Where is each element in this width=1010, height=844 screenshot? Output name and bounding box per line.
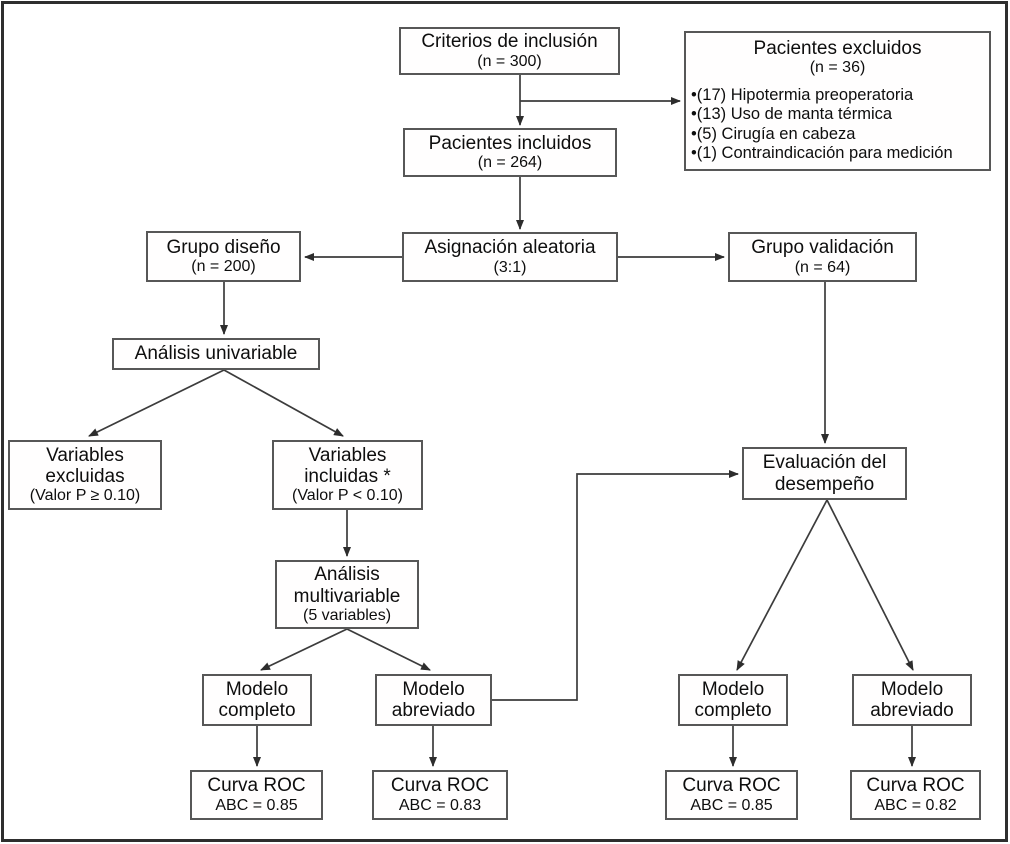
box-roc-diseno-abreviado: Curva ROC ABC = 0.83 xyxy=(372,770,508,820)
box-title-line2: excluidas xyxy=(45,466,125,488)
box-grupo-validacion: Grupo validación (n = 64) xyxy=(728,232,917,282)
box-title: Evaluación del xyxy=(762,452,887,474)
box-threshold: (Valor P ≥ 0.10) xyxy=(29,487,141,505)
box-title: Curva ROC xyxy=(207,775,306,797)
box-title: Curva ROC xyxy=(866,775,965,797)
box-auc-value: ABC = 0.85 xyxy=(215,796,298,814)
box-title-line2: completo xyxy=(694,700,772,721)
box-analisis-multivariable: Análisis multivariable (5 variables) xyxy=(275,560,419,629)
box-criterios-inclusion: Criterios de inclusión (n = 300) xyxy=(399,27,620,75)
connector-multivariable-to-modelo-completo-izq xyxy=(260,628,348,671)
exclusion-reason: •(13) Uso de manta térmica xyxy=(691,105,893,124)
box-title-line2: incluidas * xyxy=(304,466,391,488)
box-ratio: (3:1) xyxy=(493,258,527,276)
box-variables-incluidas: Variables incluidas * (Valor P < 0.10) xyxy=(272,440,423,510)
box-title: Asignación aleatoria xyxy=(424,237,596,259)
box-count: (n = 64) xyxy=(794,258,851,276)
box-title-line2: multivariable xyxy=(293,585,401,607)
box-title: Curva ROC xyxy=(682,775,781,797)
box-title: Criterios de inclusión xyxy=(421,31,598,53)
connector-evaluacion-to-modelo-completo-der xyxy=(736,499,828,671)
box-auc-value: ABC = 0.82 xyxy=(874,796,957,814)
box-count: (n = 264) xyxy=(477,154,543,172)
box-title: Modelo xyxy=(880,678,944,700)
exclusion-reason: •(17) Hipotermia preoperatoria xyxy=(691,86,914,105)
box-title-line2: desempeño xyxy=(774,473,875,495)
connector-univariable-to-variables-incluidas xyxy=(223,369,344,437)
exclusion-reasons-list: •(17) Hipotermia preoperatoria •(13) Uso… xyxy=(686,86,989,163)
box-pacientes-incluidos: Pacientes incluidos (n = 264) xyxy=(403,128,617,177)
box-auc-value: ABC = 0.83 xyxy=(398,796,482,814)
box-title: Modelo xyxy=(402,678,465,700)
box-title-line2: abreviado xyxy=(391,700,476,721)
box-title: Grupo diseño xyxy=(166,236,281,258)
box-title: Variables xyxy=(46,444,124,466)
box-title: Grupo validación xyxy=(751,237,894,259)
box-modelo-abreviado-diseno: Modelo abreviado xyxy=(375,674,492,726)
box-title: Pacientes excluidos xyxy=(753,38,922,59)
box-title: Curva ROC xyxy=(390,775,490,797)
box-variables-excluidas: Variables excluidas (Valor P ≥ 0.10) xyxy=(8,440,162,510)
box-title: Pacientes incluidos xyxy=(428,132,592,154)
box-modelo-completo-diseno: Modelo completo xyxy=(202,674,312,726)
connector-multivariable-to-modelo-abreviado-izq xyxy=(346,628,431,671)
exclusion-reason: •(5) Cirugía en cabeza xyxy=(691,124,856,143)
box-modelo-completo-validacion: Modelo completo xyxy=(678,674,788,726)
connector-modelo-abreviado-to-evaluacion xyxy=(492,470,739,701)
box-asignacion-aleatoria: Asignación aleatoria (3:1) xyxy=(402,232,618,282)
box-modelo-abreviado-validacion: Modelo abreviado xyxy=(852,674,972,726)
box-count: (n = 36) xyxy=(809,59,866,77)
box-title-line2: completo xyxy=(218,700,296,721)
box-roc-validacion-abreviado: Curva ROC ABC = 0.82 xyxy=(850,770,981,820)
box-title: Análisis xyxy=(314,564,380,586)
box-title-line2: abreviado xyxy=(870,700,954,721)
box-count: (n = 200) xyxy=(191,258,256,276)
box-grupo-diseno: Grupo diseño (n = 200) xyxy=(146,231,301,282)
box-count: (n = 300) xyxy=(477,52,542,70)
box-title: Modelo xyxy=(701,678,765,700)
box-title: Modelo xyxy=(225,678,289,700)
exclusion-reason: •(1) Contraindicación para medición xyxy=(691,144,953,163)
box-threshold: (Valor P < 0.10) xyxy=(291,487,404,505)
box-roc-validacion-completo: Curva ROC ABC = 0.85 xyxy=(665,770,798,820)
box-auc-value: ABC = 0.85 xyxy=(690,796,773,814)
connector-univariable-to-variables-excluidas xyxy=(88,369,225,437)
box-evaluacion-desempeno: Evaluación del desempeño xyxy=(742,447,907,500)
box-title: Análisis univariable xyxy=(134,343,298,365)
box-analisis-univariable: Análisis univariable xyxy=(112,338,320,370)
box-pacientes-excluidos: Pacientes excluidos (n = 36) •(17) Hipot… xyxy=(684,31,991,171)
box-title: Variables xyxy=(308,444,387,466)
connector-evaluacion-to-modelo-abreviado-der xyxy=(826,499,914,671)
box-roc-diseno-completo: Curva ROC ABC = 0.85 xyxy=(190,770,323,820)
box-count: (5 variables) xyxy=(302,606,392,624)
